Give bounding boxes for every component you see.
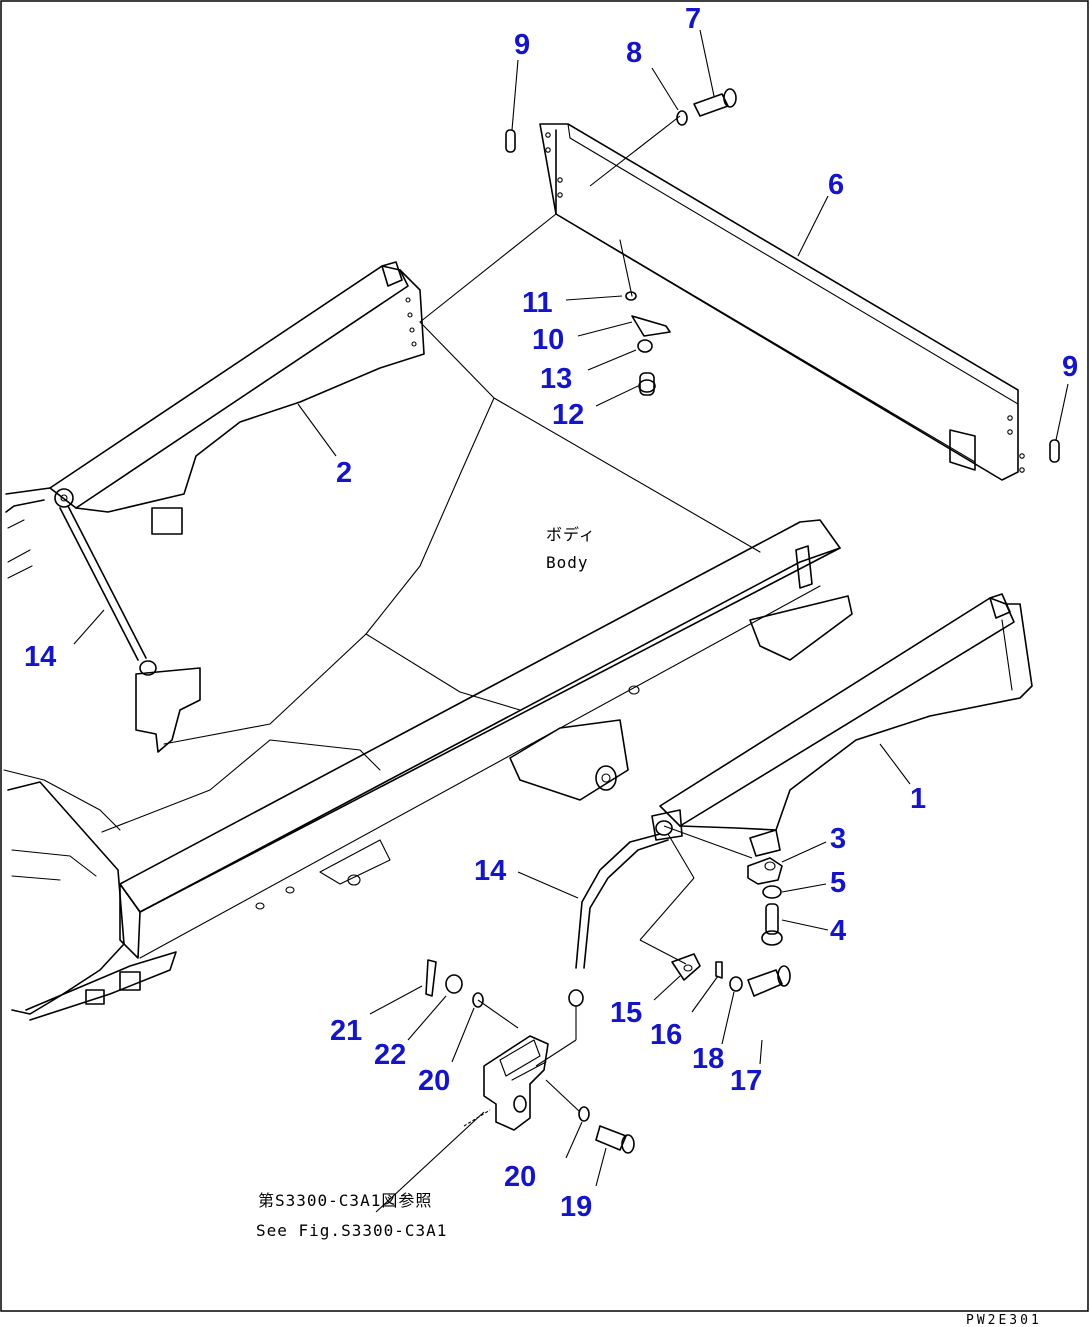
callout-4: 4 — [830, 915, 846, 947]
callout-1: 1 — [910, 783, 926, 815]
part-21-pin — [425, 959, 437, 997]
callout-19: 19 — [560, 1191, 592, 1223]
part-11-nut — [625, 291, 637, 301]
callout-14-upper: 14 — [24, 641, 56, 673]
part-17-bolt — [747, 965, 791, 997]
part-1-right-side-rail — [651, 593, 1033, 857]
callout-20-upper: 20 — [418, 1065, 450, 1097]
part-3-block — [747, 857, 783, 885]
callout-17: 17 — [730, 1065, 762, 1097]
callout-16: 16 — [650, 1019, 682, 1051]
callout-8: 8 — [626, 37, 642, 69]
callout-10: 10 — [532, 324, 564, 356]
callout-5: 5 — [830, 867, 846, 899]
figure-code: PW2E301 — [966, 1313, 1042, 1327]
callout-12: 12 — [552, 399, 584, 431]
part-8-washer — [676, 110, 688, 126]
body-label-jp: ボディ — [546, 525, 596, 544]
part-10-plate — [631, 315, 671, 337]
callout-3: 3 — [830, 823, 846, 855]
callout-2: 2 — [336, 457, 352, 489]
part-19-pin — [595, 1125, 635, 1154]
part-15-plate — [671, 953, 701, 981]
callout-14-lower: 14 — [474, 855, 506, 887]
part-14-strap-upper — [59, 505, 201, 753]
part-7-bolt — [693, 88, 737, 117]
callout-9-right: 9 — [1062, 351, 1078, 383]
part-6-rear-panel — [539, 123, 1025, 481]
lower-mounting-bracket — [483, 1035, 549, 1131]
part-18-washer — [729, 976, 743, 992]
callout-7: 7 — [685, 3, 701, 35]
callout-20-lower: 20 — [504, 1161, 536, 1193]
part-9-pin-right — [1049, 439, 1060, 463]
callout-labels: 7 9 8 6 11 10 9 13 12 2 14 1 3 14 5 4 15… — [24, 3, 1078, 1223]
callout-6: 6 — [828, 169, 844, 201]
part-13-washer — [637, 339, 653, 353]
part-14-strap-lower — [568, 833, 669, 1007]
body-lower-rail — [7, 519, 853, 1021]
part-12-bolt — [638, 372, 656, 396]
part-20-washer-upper — [472, 992, 484, 1008]
callout-22: 22 — [374, 1039, 406, 1071]
part-4-bolt — [761, 903, 783, 946]
leader-lines — [73, 29, 1069, 1213]
part-16-shim — [715, 961, 723, 979]
callout-9-top: 9 — [514, 29, 530, 61]
see-fig-label-jp: 第S3300-C3A1図参照 — [258, 1191, 432, 1210]
annotations: ボディ Body 第S3300-C3A1図参照 See Fig.S3300-C3… — [256, 525, 1042, 1327]
part-2-left-side-rail — [49, 261, 425, 535]
body-front-wall — [5, 487, 51, 579]
callout-21: 21 — [330, 1015, 362, 1047]
callout-18: 18 — [692, 1043, 724, 1075]
part-20-washer-lower — [578, 1106, 590, 1122]
callout-15: 15 — [610, 997, 642, 1029]
callout-13: 13 — [540, 363, 572, 395]
part-9-pin-left — [505, 129, 516, 153]
see-fig-label-en: See Fig.S3300-C3A1 — [256, 1221, 447, 1240]
callout-11: 11 — [522, 287, 553, 319]
part-5-washer — [762, 885, 782, 899]
body-floor — [3, 321, 761, 833]
part-22-bushing — [445, 974, 463, 994]
body-label-en: Body — [546, 553, 589, 572]
body-hinge-bracket — [255, 685, 640, 910]
